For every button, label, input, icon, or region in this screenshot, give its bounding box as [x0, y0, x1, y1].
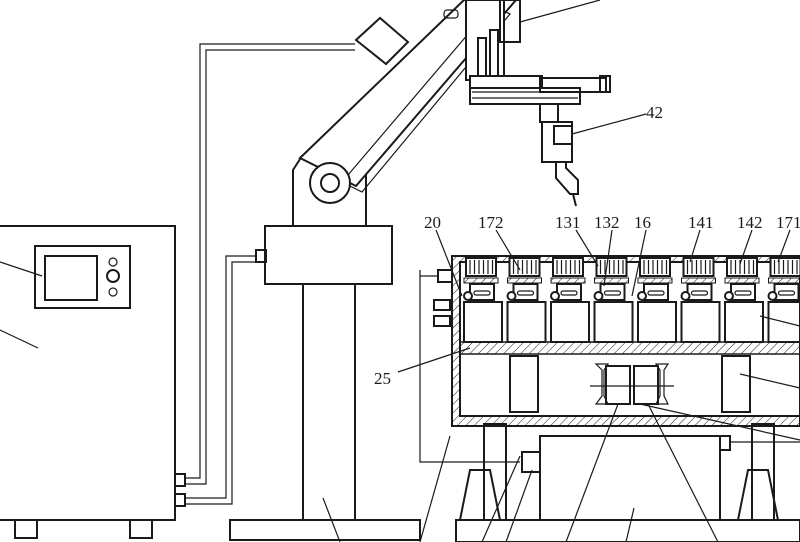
- cabinet-foot: [129, 519, 153, 539]
- arm-cable-clamp: [354, 16, 410, 66]
- part-labels: 20 172 131 132 16 141 142 171 25 42: [374, 103, 800, 388]
- label-25: 25: [374, 369, 391, 388]
- module-pin: [550, 291, 560, 301]
- module-pin: [463, 291, 473, 301]
- module-pin: [680, 291, 691, 301]
- module-slot: [647, 290, 665, 296]
- cylinder: [633, 365, 659, 405]
- module-body: [550, 301, 590, 343]
- display-screen: [44, 255, 98, 301]
- robot-arm: [292, 0, 611, 227]
- cabinet-foot: [14, 519, 38, 539]
- label-131: 131: [555, 213, 581, 232]
- module-strip: [768, 277, 800, 284]
- module-slot: [603, 290, 622, 296]
- shoulder-joint: [309, 162, 351, 204]
- module-slot: [473, 290, 491, 296]
- indicator-light: [108, 257, 118, 267]
- module-body: [593, 301, 634, 343]
- module-strip: [550, 277, 586, 284]
- label-172: 172: [478, 213, 504, 232]
- control-panel-frame: [34, 245, 131, 309]
- module-slot: [777, 290, 796, 296]
- module-strip: [637, 277, 673, 284]
- module-body: [637, 301, 677, 343]
- module-pin: [593, 291, 604, 301]
- label-42: 42: [646, 103, 663, 122]
- label-141: 141: [688, 213, 714, 232]
- indicator-light: [108, 287, 118, 297]
- module-strip: [681, 277, 716, 284]
- module-slot: [734, 290, 752, 296]
- label-20: 20: [424, 213, 441, 232]
- module-strip: [724, 277, 760, 284]
- welding-torch: [539, 103, 647, 207]
- module-strip: [594, 277, 629, 284]
- robot-stand: [229, 225, 421, 542]
- module-slot: [560, 290, 578, 296]
- label-16: 16: [634, 213, 651, 232]
- module-strip: [463, 277, 499, 284]
- module-body: [506, 301, 547, 343]
- clamp-plate: [459, 341, 800, 355]
- module-body: [767, 301, 800, 343]
- fixture-modules: [463, 257, 800, 343]
- leader-lines: [397, 229, 791, 373]
- robot-base: [264, 225, 393, 285]
- module-body: [724, 301, 764, 343]
- control-cabinet: [0, 225, 186, 539]
- module-pin: [724, 291, 734, 301]
- module-pin: [637, 291, 647, 301]
- drive-box: [539, 435, 721, 521]
- control-knob: [106, 269, 120, 283]
- label-142: 142: [737, 213, 763, 232]
- module-body: [680, 301, 721, 343]
- module-pin: [767, 291, 778, 301]
- label-171: 171: [776, 213, 800, 232]
- module-slot: [690, 290, 709, 296]
- module-strip: [507, 277, 542, 284]
- module-body: [463, 301, 503, 343]
- cable-bundle: [185, 43, 520, 505]
- module-slot: [516, 290, 535, 296]
- label-132: 132: [594, 213, 620, 232]
- module-pin: [506, 291, 517, 301]
